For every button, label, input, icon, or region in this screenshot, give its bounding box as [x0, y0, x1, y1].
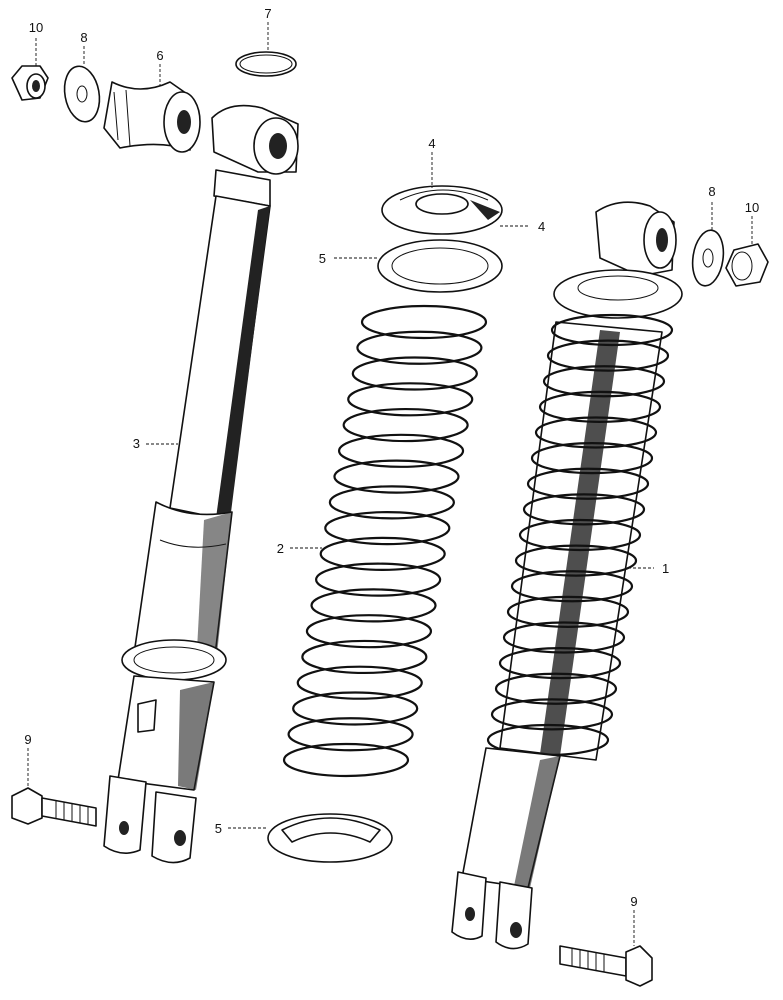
callout-upper-collar-a: 4	[428, 136, 435, 151]
right-spring-coil-turn	[514, 544, 638, 577]
callout-left-damper: 3	[133, 436, 140, 451]
left-cap-nut	[11, 65, 49, 101]
right-spring-coil-turn	[546, 339, 670, 372]
lower-spring-seat	[267, 813, 393, 863]
spring-collar	[381, 185, 503, 235]
callout-right-bolt: 9	[630, 894, 637, 909]
spring-coil-turn	[315, 562, 442, 597]
callout-left-bolt: 9	[24, 732, 31, 747]
right-spring-coil-turn	[502, 621, 626, 654]
right-spring-coil-turn	[498, 647, 622, 680]
right-spring-coil-turn	[534, 416, 658, 449]
spring-coil-turn	[282, 742, 410, 778]
spring-coil-turn	[342, 407, 469, 443]
left-rubber-bushing	[103, 81, 201, 153]
callout-left-nut: 10	[29, 20, 43, 35]
spring-coil-turn	[356, 330, 483, 365]
spring-coil-turn	[324, 511, 451, 546]
right-spring-coil-turn	[542, 365, 666, 398]
callout-spring: 2	[277, 541, 284, 556]
right-washer	[691, 229, 725, 287]
right-shock-assembly	[451, 201, 683, 950]
right-spring-coil-turn	[518, 518, 642, 552]
spring-coil-turn	[351, 356, 478, 391]
right-spring-coil-turn	[530, 442, 654, 475]
spring-coil-turn	[347, 382, 474, 417]
spring-coil-turn	[305, 614, 433, 649]
right-spring-coil-turn	[490, 698, 614, 731]
leader-lines	[27, 22, 753, 946]
right-spring-coil-turn	[526, 467, 650, 500]
callout-top-ring: 7	[264, 6, 271, 21]
callout-right-assembly: 1	[662, 561, 669, 576]
o-ring	[235, 51, 297, 77]
left-washer	[63, 65, 101, 123]
right-spring-coil-turn	[506, 595, 630, 628]
spring-coil-turn	[360, 304, 488, 340]
callout-right-washer: 8	[708, 184, 715, 199]
callout-right-nut: 10	[745, 200, 759, 215]
right-spring-coil-turn	[538, 390, 662, 423]
right-spring-coil-turn	[494, 672, 618, 705]
spring-coil-turn	[310, 588, 437, 623]
upper-spring-seat	[377, 239, 503, 293]
spring-coil-turn	[301, 639, 428, 675]
spring-coil-turn	[328, 485, 455, 520]
right-bolt	[559, 945, 653, 987]
left-bolt	[11, 787, 97, 827]
callout-upper-seat: 5	[319, 251, 326, 266]
spring-coil-turn	[333, 459, 460, 494]
callout-numbers: 10 8 6 7 3 4 4 5 2 5 1 8 10 9 9	[24, 6, 759, 909]
right-spring-coil-turn	[522, 493, 646, 526]
callout-lower-seat: 5	[215, 821, 222, 836]
coil-spring	[282, 304, 488, 778]
spring-coil-turn	[292, 691, 419, 726]
left-damper-assembly	[103, 104, 299, 864]
callout-left-bushing: 6	[156, 48, 163, 63]
callout-upper-collar-b: 4	[538, 219, 545, 234]
callout-left-washer: 8	[80, 30, 87, 45]
spring-coil-turn	[287, 717, 414, 752]
spring-coil-turn	[337, 433, 465, 468]
spring-coil-turn	[296, 665, 423, 700]
right-cap-nut	[725, 243, 769, 287]
right-spring-coil-turn	[550, 313, 674, 347]
right-spring-coil-turn	[510, 570, 634, 603]
spring-coil-turn	[319, 536, 446, 571]
